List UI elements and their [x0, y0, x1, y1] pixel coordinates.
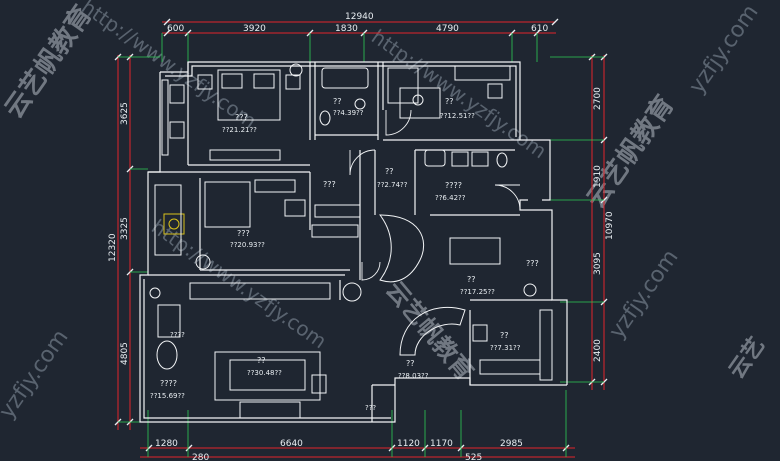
tv-console-icon: [189, 282, 331, 300]
desk-chair-icon: [487, 83, 503, 99]
dimension-texts: 12940 600 3920 1830 4790 610 1280 6640 1…: [108, 12, 615, 461]
dim-right-1: 1910: [593, 165, 603, 188]
room-13-name: ????: [170, 331, 185, 339]
room-2-area: ??12.51??: [440, 112, 475, 120]
room-5-area: ??6.42??: [435, 194, 466, 202]
watermark-url-mid: http://www.yzfjy.com: [367, 24, 551, 163]
room-8-name: ???: [526, 259, 539, 268]
room-12-name: ????: [160, 379, 177, 388]
dim-right-total: 10970: [605, 211, 615, 240]
watermark-layer: 云艺帆教育 云艺帆教育 yzfjy.com yzfjy.com yzfjy.co…: [0, 0, 770, 423]
bookshelf-icon: [154, 184, 182, 256]
doors: [349, 109, 521, 281]
dim-top-1: 3920: [243, 24, 266, 34]
stone-path-icon: [379, 214, 425, 283]
armchair-icon: [311, 374, 327, 394]
dim-bottom-4: 2985: [500, 439, 523, 449]
dim-bottom-2: 1120: [397, 439, 420, 449]
dim-top-0: 600: [167, 24, 184, 34]
toilet-icon: [319, 110, 331, 126]
dining-table-icon: [449, 237, 501, 265]
room-10-name: ??: [257, 356, 266, 365]
kitchen-counter-icon: [539, 309, 553, 381]
plant-icon: [289, 63, 303, 77]
dim-top-3: 4790: [436, 24, 459, 34]
room-11-name: ??: [406, 359, 415, 368]
room-7-area: ??17.25??: [460, 288, 495, 296]
balcony-chair-1-icon: [169, 84, 185, 104]
bedroom-bed-icon: [204, 181, 251, 228]
bar-counter-icon: [399, 306, 466, 356]
living-cabinet-icon: [157, 304, 181, 338]
dim-right-0: 2700: [593, 87, 603, 110]
dim-bottom-3: 1170: [430, 439, 453, 449]
watermark-side-bottom-right: 云艺: [724, 332, 771, 383]
yellow-chair-icon: [163, 213, 185, 235]
room-1-area: ??4.39??: [333, 109, 364, 117]
extension-lines: [118, 33, 604, 457]
dim-bottom-0: 1280: [155, 439, 178, 449]
master-wardrobe-icon: [209, 149, 281, 161]
room-4-area: ??2.74??: [377, 181, 408, 189]
watermark-brand-left: 云艺帆教育: [0, 0, 98, 124]
plant-icon-2: [195, 254, 211, 270]
round-rug-icon: [156, 340, 178, 370]
room-14-name: ???: [365, 404, 376, 412]
room-5-name: ????: [445, 181, 462, 190]
room-3-name: ???: [323, 180, 336, 189]
room-labels: ??? ??21.21?? ?? ??4.39?? ?? ??12.51?? ?…: [150, 97, 539, 412]
room-9-name: ??: [500, 331, 509, 340]
coffee-table-icon: [239, 401, 301, 419]
watermark-domain-left: yzfjy.com: [0, 325, 74, 423]
shower-icon: [387, 67, 419, 104]
balcony-chair-2-icon: [169, 121, 185, 139]
master-bed-icon: [217, 69, 281, 121]
room-11-area: ??8.03??: [398, 372, 429, 380]
dim-right-3: 2400: [593, 339, 603, 362]
dim-right-2: 3095: [593, 252, 603, 275]
room-6-area: ??20.93??: [230, 241, 265, 249]
dim-bottom-1: 6640: [280, 439, 303, 449]
dim-left-0: 3625: [120, 102, 130, 125]
room-7-name: ??: [467, 275, 476, 284]
room-2-name: ??: [445, 97, 454, 106]
dim-left-2: 4805: [120, 342, 130, 365]
room-0-name: ???: [235, 113, 248, 122]
dimension-lines: [117, 21, 605, 458]
plant-icon-3: [342, 282, 362, 302]
dim-left-1: 3325: [120, 217, 130, 240]
room-4-name: ??: [385, 167, 394, 176]
room-0-area: ??21.21??: [222, 126, 257, 134]
dim-bottom-sub-0: 280: [192, 453, 209, 461]
watermark-domain-top-right: yzfjy.com: [684, 0, 763, 98]
furniture: [149, 63, 553, 419]
desk-icon: [454, 65, 511, 81]
walls: [139, 61, 568, 423]
dim-left-total: 12320: [108, 233, 118, 262]
sofa-icon: [214, 351, 321, 401]
wardrobe-icon: [314, 204, 361, 218]
room-10-area: ??30.48??: [247, 369, 282, 377]
dim-bottom-sub-1: 525: [465, 453, 482, 461]
room-9-area: ??7.31??: [490, 344, 521, 352]
room-1-name: ??: [333, 97, 342, 106]
watermark-domain-right: yzfjy.com: [604, 245, 683, 343]
plant-icon-4: [523, 283, 537, 297]
room-12-area: ??15.69??: [150, 392, 185, 400]
bathtub-icon: [321, 67, 369, 89]
dim-top-4: 610: [531, 24, 548, 34]
room-6-name: ???: [237, 229, 250, 238]
sink-icon: [354, 98, 366, 110]
dim-top-2: 1830: [335, 24, 358, 34]
dim-top-total: 12940: [345, 12, 374, 22]
